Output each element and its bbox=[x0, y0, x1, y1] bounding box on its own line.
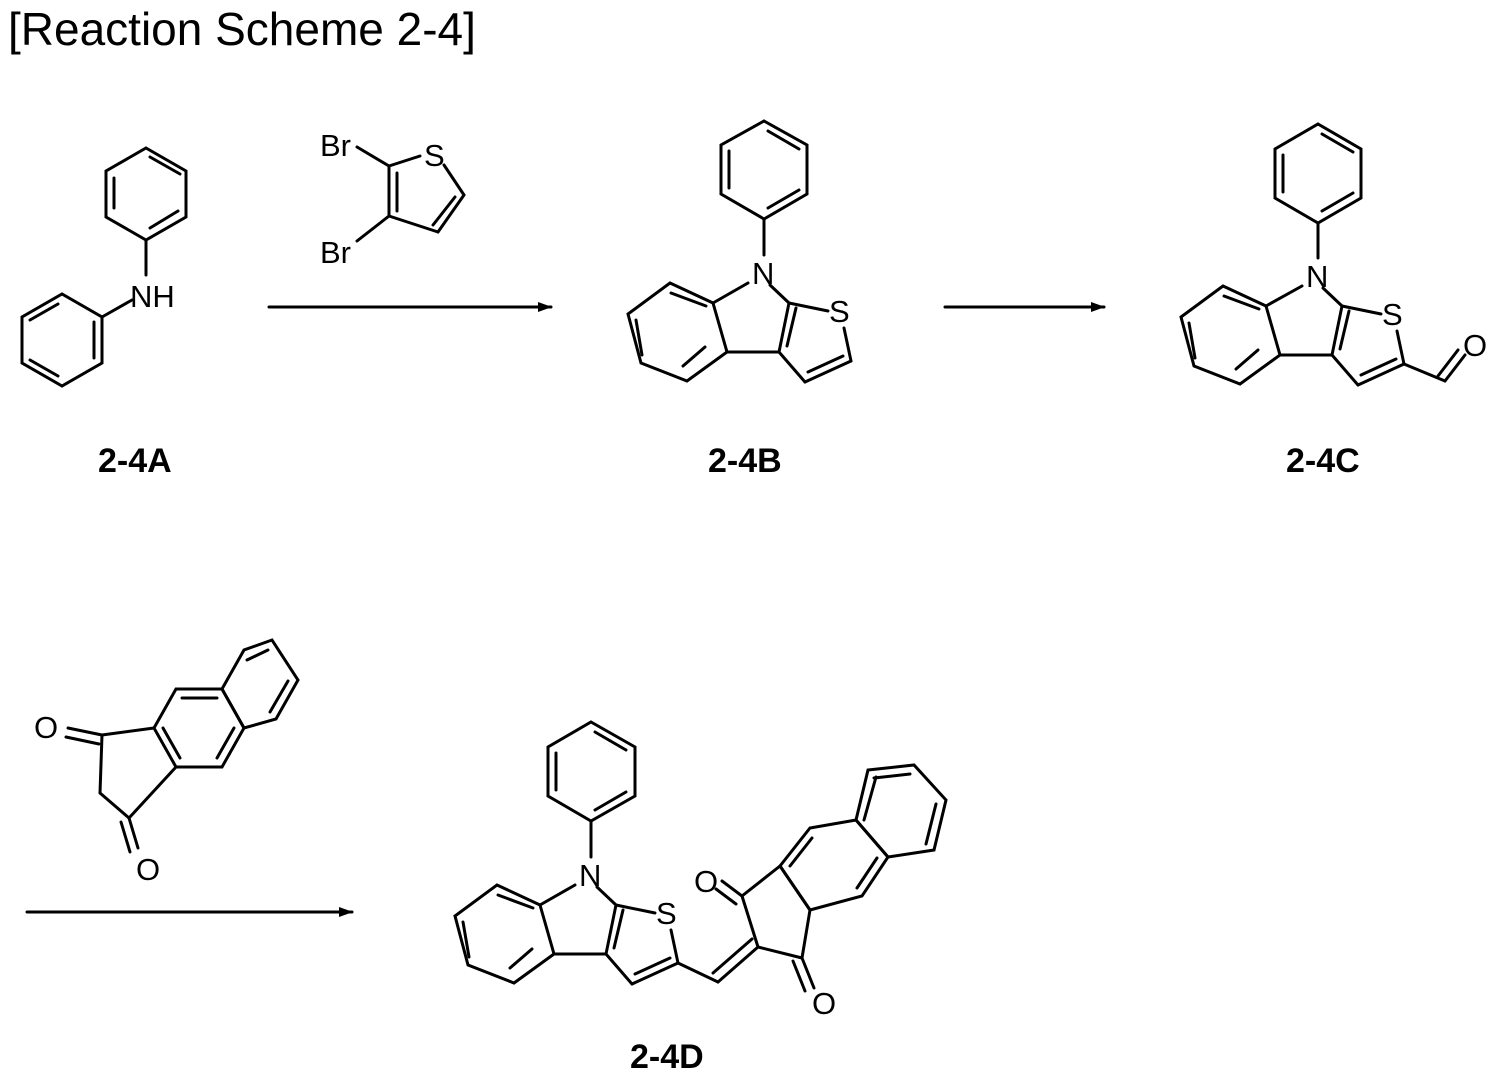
s-atom-label: S bbox=[1382, 297, 1403, 332]
label-2-4b: 2-4B bbox=[708, 442, 782, 480]
s-atom-label: S bbox=[829, 294, 850, 329]
nh-atom-label: NH bbox=[130, 279, 175, 314]
phenyl-ring-lower bbox=[22, 294, 102, 386]
reagent-benzindanedione: O O bbox=[34, 640, 298, 887]
o-atom-label-2: O bbox=[812, 986, 836, 1021]
phenyl-ring-upper bbox=[106, 148, 186, 240]
s-atom-label: S bbox=[424, 138, 445, 173]
o-atom-label-2: O bbox=[136, 852, 160, 887]
molecule-2-4d: N S O O bbox=[455, 722, 946, 1021]
phenyl-ring bbox=[1275, 124, 1361, 223]
s-atom-label: S bbox=[656, 896, 677, 931]
benzo-ring bbox=[1181, 286, 1280, 384]
benzo-ring bbox=[628, 283, 727, 381]
o-atom-label-1: O bbox=[694, 864, 718, 899]
bond-n-c bbox=[102, 300, 132, 317]
reagent-dibromothiophene: Br Br S bbox=[320, 128, 464, 270]
phenyl-ring bbox=[721, 121, 807, 219]
label-2-4c: 2-4C bbox=[1286, 442, 1360, 480]
label-2-4a: 2-4A bbox=[98, 442, 172, 480]
molecule-2-4a: NH bbox=[22, 148, 186, 386]
o-atom-label: O bbox=[1463, 328, 1487, 363]
benzo-ring bbox=[455, 885, 554, 983]
phenyl-ring bbox=[548, 722, 635, 821]
molecule-2-4c: N S O bbox=[1181, 124, 1487, 385]
br-atom-label-2: Br bbox=[320, 235, 351, 270]
label-2-4d: 2-4D bbox=[630, 1038, 704, 1075]
br-atom-label-1: Br bbox=[320, 128, 351, 163]
fused-ring-outer bbox=[856, 765, 946, 857]
molecule-2-4b: N S bbox=[628, 121, 851, 382]
o-atom-label-1: O bbox=[34, 710, 58, 745]
